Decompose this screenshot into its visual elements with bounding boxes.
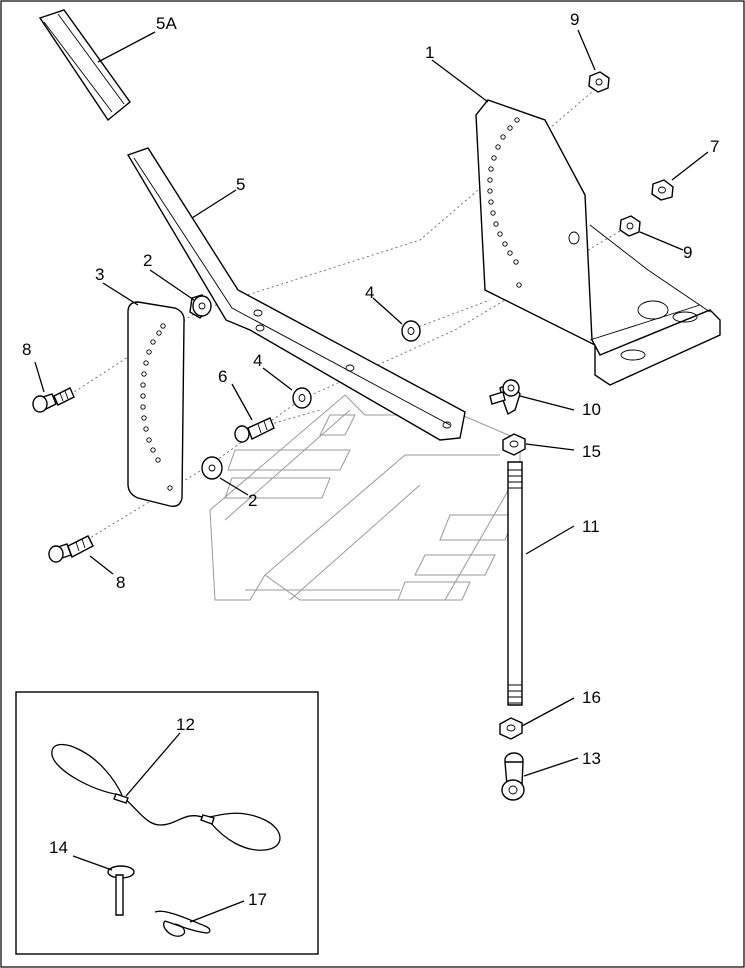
part-8-bolt-upper xyxy=(32,387,75,413)
part-15-nut xyxy=(502,433,526,456)
part-8-bolt-lower xyxy=(48,535,94,563)
callout-10: 10 xyxy=(582,400,601,419)
callout-2-lower: 2 xyxy=(248,491,257,510)
callout-5: 5 xyxy=(236,175,245,194)
part-12-rod-end xyxy=(501,752,525,801)
callout-5a: 5A xyxy=(156,14,177,33)
part-6-bolt xyxy=(234,417,275,443)
callout-12: 13 xyxy=(582,749,601,768)
callout-9-lower: 9 xyxy=(683,243,692,262)
leader-lines xyxy=(34,29,709,923)
callout-4-lower: 4 xyxy=(253,351,262,370)
callout-17: 17 xyxy=(248,890,267,909)
bracket-hole-arc xyxy=(487,117,522,288)
callout-4-upper: 4 xyxy=(365,283,374,302)
part-2-spacer-upper xyxy=(189,294,212,319)
part-4-washer-lower xyxy=(292,387,312,409)
part-5a-grip xyxy=(38,9,131,122)
part-9-nut-upper xyxy=(588,71,610,93)
part-14-pin xyxy=(107,865,135,916)
callout-9-upper: 9 xyxy=(570,10,579,29)
assembly-lines xyxy=(61,84,631,551)
part-1-bracket xyxy=(475,99,721,386)
part-4-washer-upper xyxy=(401,320,421,342)
callout-13: 12 xyxy=(176,715,195,734)
callout-labels: 5A 1 9 7 9 5 2 3 4 8 4 6 10 15 2 11 8 16… xyxy=(22,10,719,909)
part-10-rod-end xyxy=(489,379,521,416)
part-17-clip xyxy=(154,910,211,937)
callout-14: 14 xyxy=(49,838,68,857)
callout-2-upper: 2 xyxy=(143,251,152,270)
part-3-plate xyxy=(127,301,185,508)
callout-8-lower: 8 xyxy=(116,573,125,592)
part-9-nut-lower xyxy=(619,215,641,237)
part-5-lever xyxy=(126,147,466,441)
part-11-rod xyxy=(507,461,523,706)
callout-8-upper: 8 xyxy=(22,340,31,359)
inset-box xyxy=(15,691,319,955)
callout-11: 11 xyxy=(582,517,600,536)
callout-16: 16 xyxy=(582,688,601,707)
plate-hole-arc xyxy=(140,323,173,491)
part-16-nut xyxy=(499,717,523,740)
callout-3: 3 xyxy=(95,265,104,284)
part-7-nut xyxy=(651,179,674,201)
callout-6: 6 xyxy=(218,367,227,386)
callout-1: 1 xyxy=(425,43,434,62)
part-2-spacer-lower xyxy=(201,456,223,480)
part-13-lanyard xyxy=(51,743,281,851)
callout-15: 15 xyxy=(582,442,601,461)
callout-7: 7 xyxy=(710,137,719,156)
